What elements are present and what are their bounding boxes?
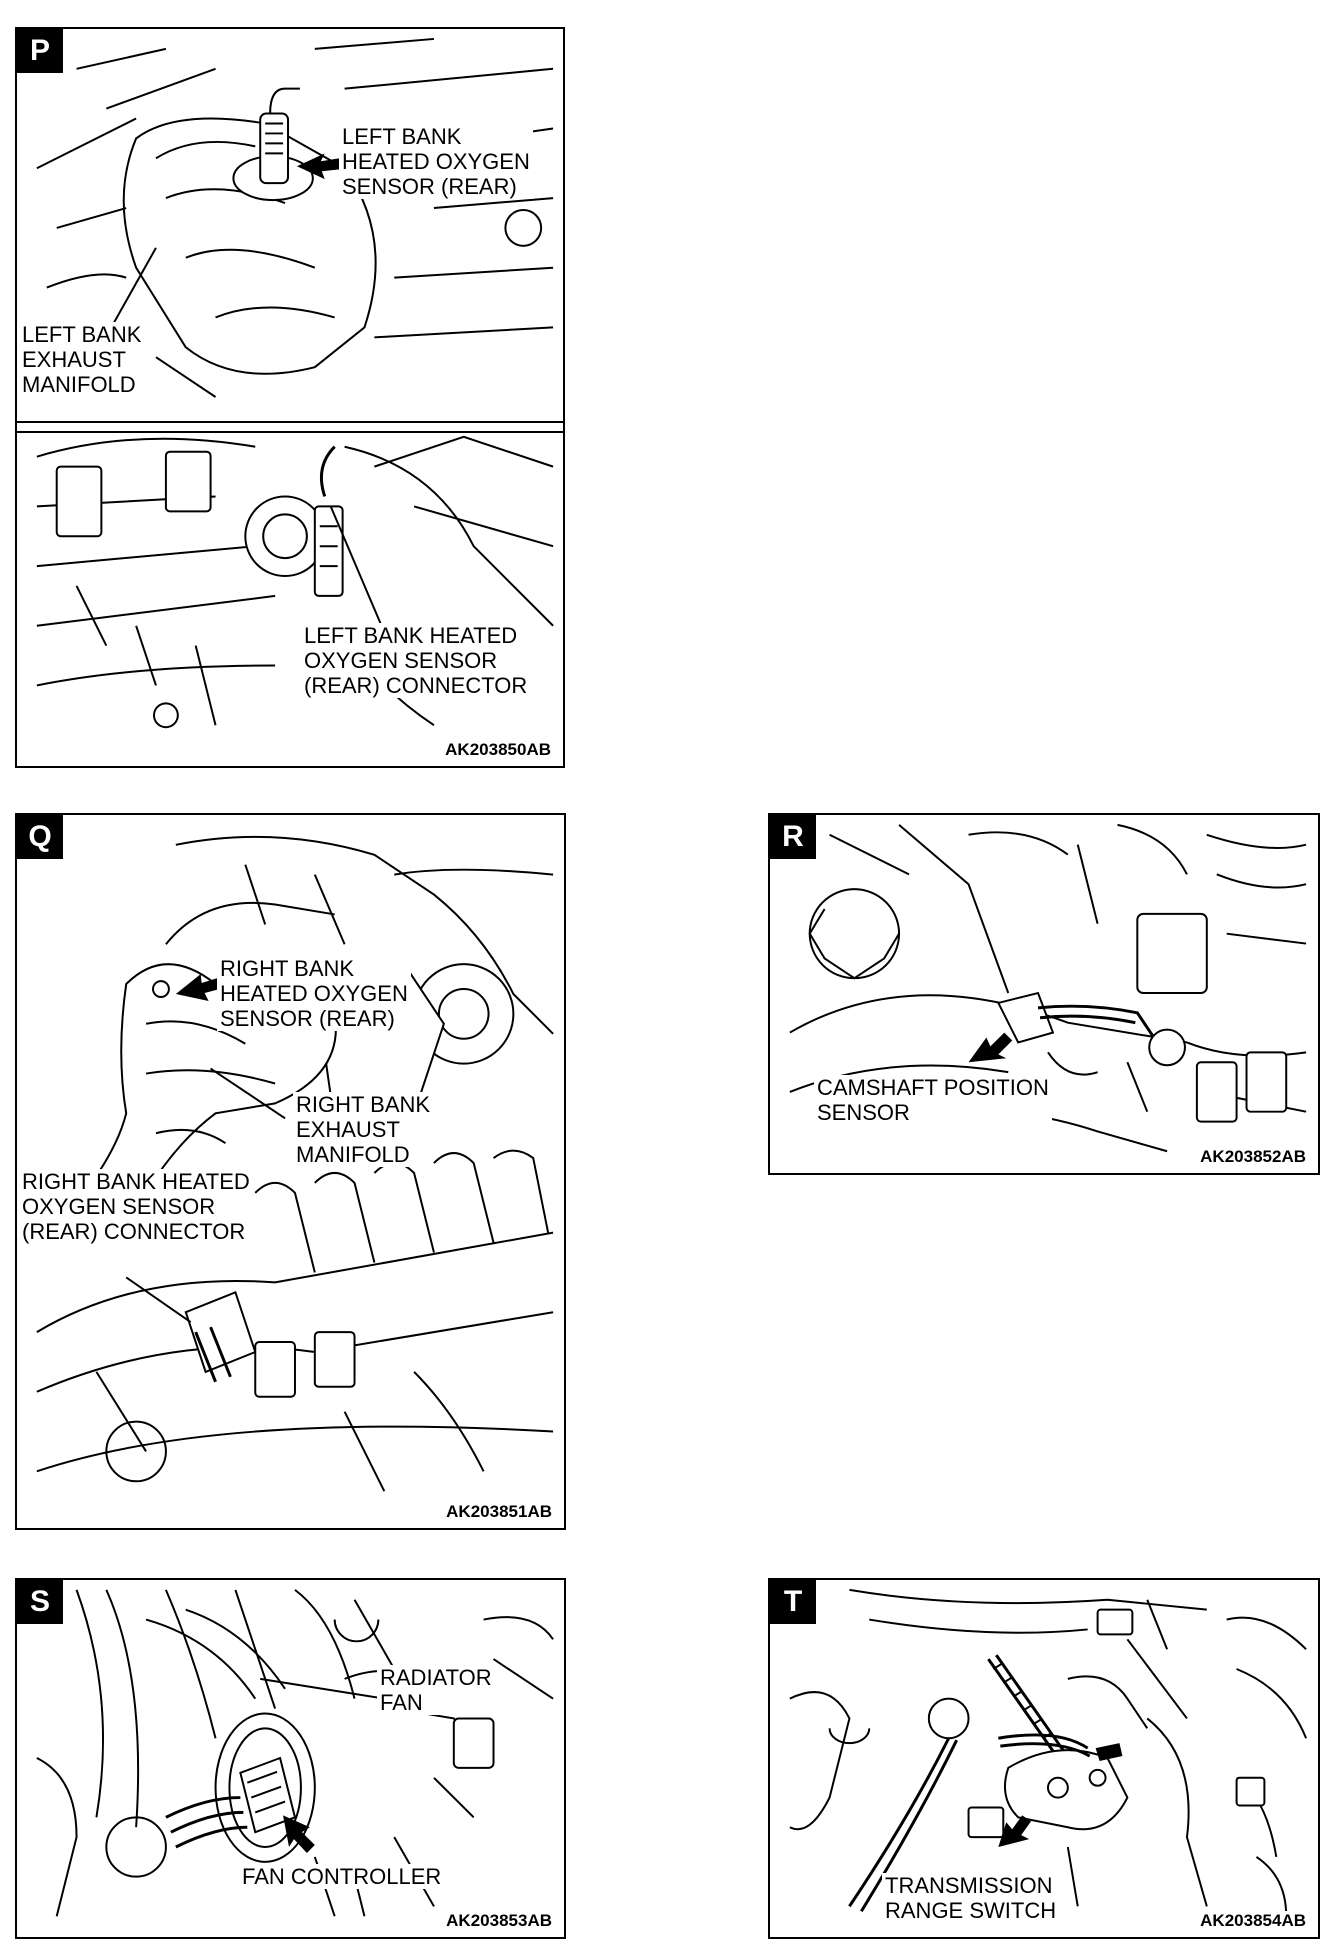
radiator-fan-illustration bbox=[36, 1589, 554, 1917]
transmission-range-switch-illustration bbox=[789, 1588, 1308, 1917]
view-divider bbox=[17, 421, 563, 433]
figure-code: AK203854AB bbox=[1198, 1911, 1308, 1931]
panel-letter: P bbox=[17, 29, 63, 73]
figure-code: AK203851AB bbox=[444, 1502, 554, 1522]
figure-code: AK203850AB bbox=[443, 740, 553, 760]
left-bank-engine-illustration bbox=[36, 37, 554, 729]
figure-code: AK203852AB bbox=[1198, 1147, 1308, 1167]
panel-letter: S bbox=[17, 1580, 63, 1624]
panel-letter: Q bbox=[17, 815, 63, 859]
panel-letter: T bbox=[770, 1580, 816, 1624]
panel-letter: R bbox=[770, 815, 816, 859]
figure-code: AK203853AB bbox=[444, 1911, 554, 1931]
right-bank-engine-illustration bbox=[36, 835, 554, 1492]
camshaft-sensor-illustration bbox=[789, 823, 1307, 1153]
fan-controller-label: FAN CONTROLLER bbox=[239, 1864, 445, 1889]
